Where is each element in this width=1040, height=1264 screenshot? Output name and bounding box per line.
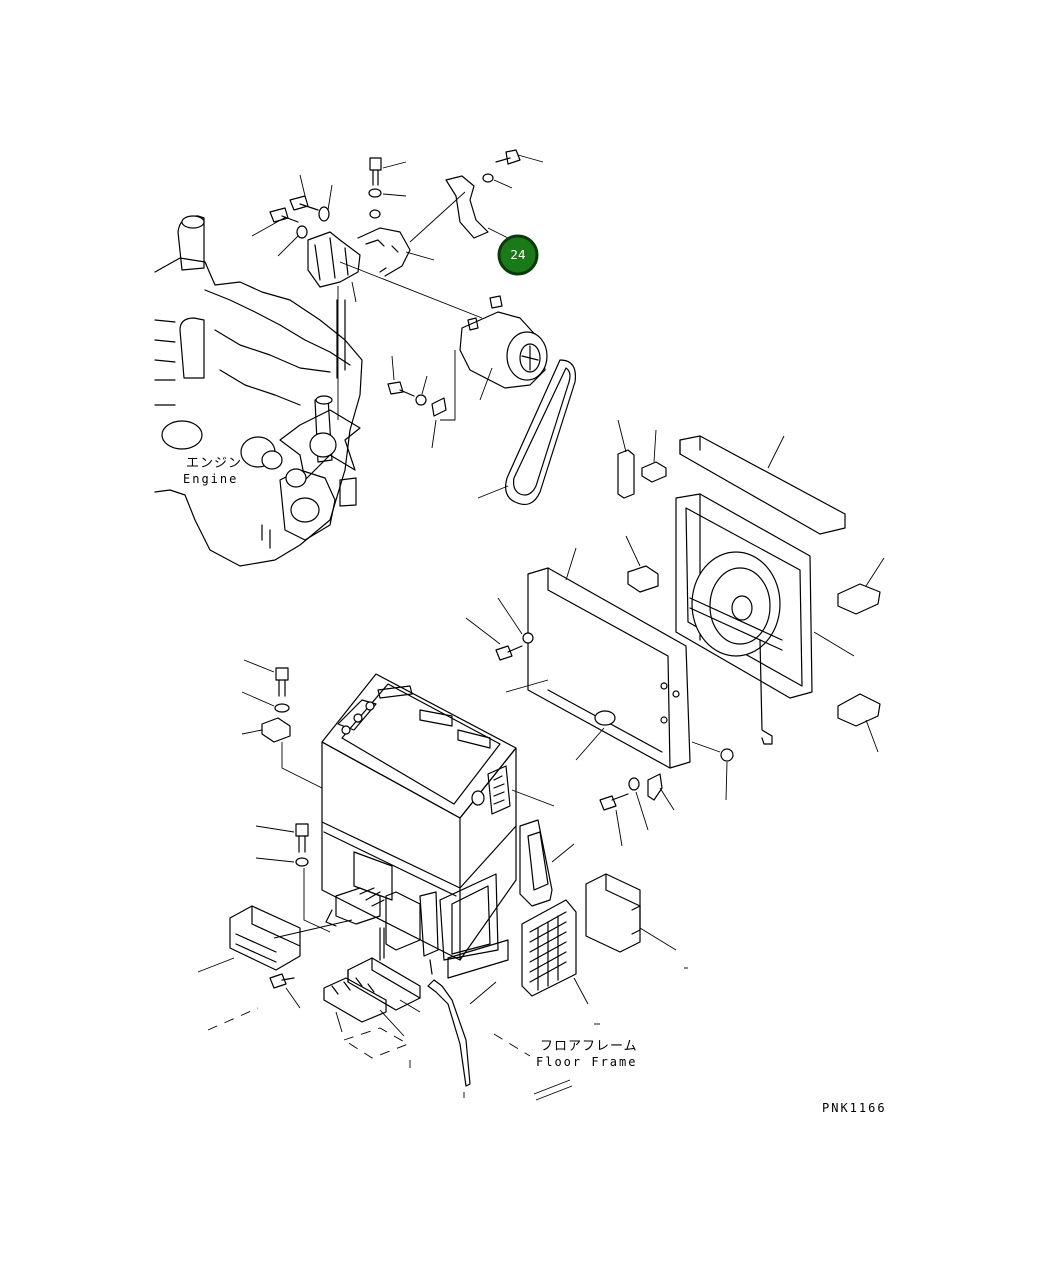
engine-label-jp: エンジン <box>186 456 242 471</box>
bolt-set-left <box>241 659 331 933</box>
foam-pads <box>617 419 667 593</box>
callout-24[interactable]: 24 <box>497 234 539 276</box>
engine-label-en: Engine <box>183 472 238 486</box>
bolt-set-lower-mid <box>599 773 675 847</box>
floor-frame-label-en: Floor Frame <box>536 1055 637 1069</box>
evaporator-case <box>505 547 691 769</box>
drawing-code: PNK1166 <box>822 1101 887 1115</box>
air-conditioner-unit <box>321 673 555 979</box>
bolt-set-case <box>465 597 734 801</box>
condenser-fan-unit <box>675 493 855 745</box>
relay-box <box>197 905 353 1009</box>
floor-frame-dashed <box>207 967 688 1101</box>
engine-assembly <box>154 215 363 567</box>
callout-24-number: 24 <box>510 248 525 262</box>
condenser-cover-top <box>679 435 846 535</box>
compressor <box>440 295 548 421</box>
compressor-bracket-group <box>251 149 544 420</box>
floor-frame-label-jp: フロアフレーム <box>540 1039 638 1054</box>
drain-and-trays <box>323 957 497 1087</box>
drive-belt <box>477 359 577 505</box>
duct-pieces <box>519 819 677 1005</box>
bolt-set-mid <box>387 355 447 449</box>
rubber-blocks-right <box>837 557 885 753</box>
